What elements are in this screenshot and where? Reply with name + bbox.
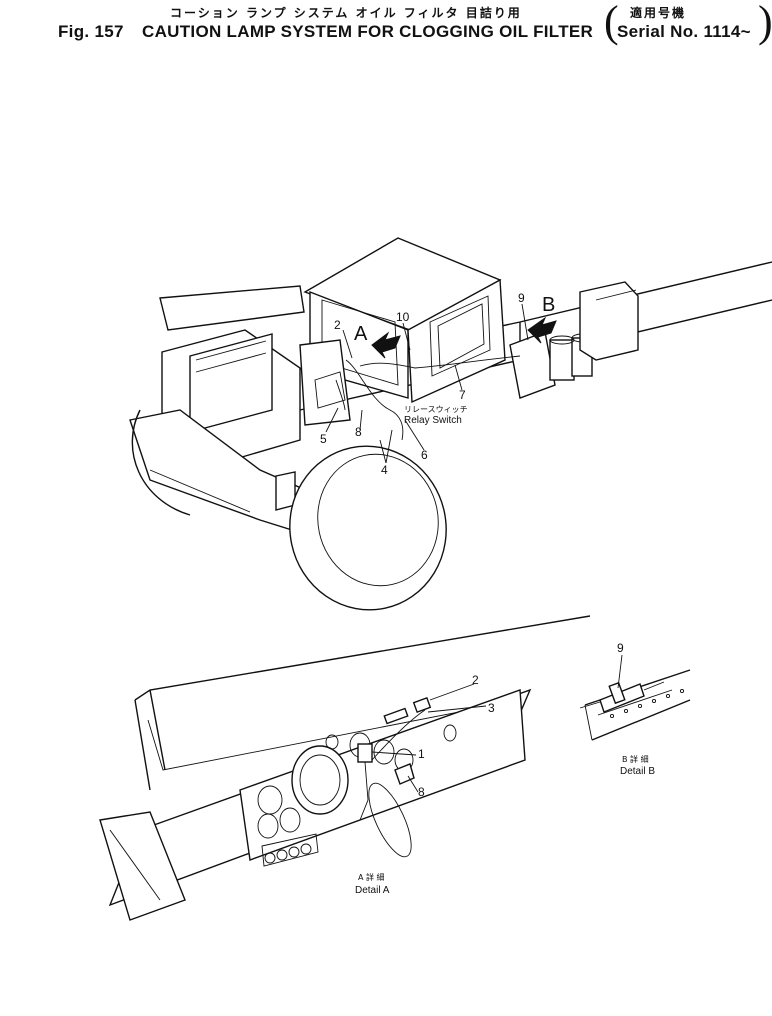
callout-8-main: 8	[355, 425, 362, 439]
callout-9-detail-b: 9	[617, 641, 624, 655]
serial-japanese: 適用号機	[630, 6, 687, 20]
callout-4-main: 4	[381, 463, 388, 477]
view-a-marker: A	[354, 323, 368, 345]
callout-8-detail-a: 8	[418, 785, 425, 799]
figure-number: Fig. 157	[58, 22, 124, 41]
left-paren-glyph: (	[604, 0, 619, 46]
detail-a-caption: Detail A	[355, 885, 390, 896]
relay-switch-label-jp: リレースウィッチ	[404, 405, 468, 414]
callout-3-detail-a: 3	[488, 701, 495, 715]
serial-number: Serial No. 1114~	[617, 22, 751, 41]
title-japanese: コーション ランプ システム オイル フィルタ 目詰り用	[170, 6, 522, 20]
detail-a-caption-jp: A 詳 細	[358, 872, 385, 882]
detail-b-drawing	[579, 654, 691, 741]
callout-2-main: 2	[334, 318, 341, 332]
callout-6-main: 6	[421, 448, 428, 462]
callout-9-main: 9	[518, 291, 525, 305]
callout-5-main: 5	[320, 432, 327, 446]
detail-a-drawing	[99, 615, 591, 921]
view-b-marker: B	[542, 294, 555, 316]
relay-switch-label: Relay Switch	[404, 415, 462, 426]
detail-b-caption: Detail B	[620, 766, 655, 777]
callout-7-main: 7	[459, 388, 466, 402]
callout-1-detail-a: 1	[418, 747, 425, 761]
right-paren-glyph: )	[758, 0, 772, 46]
figure-header: コーション ランプ システム オイル フィルタ 目詰り用 適用号機 Fig. 1…	[0, 0, 772, 70]
figure-title: CAUTION LAMP SYSTEM FOR CLOGGING OIL FIL…	[142, 22, 594, 41]
callout-10-main: 10	[396, 310, 410, 324]
callout-2-detail-a: 2	[472, 673, 479, 687]
machine-main-view	[129, 237, 772, 611]
detail-b-caption-jp: B 詳 細	[622, 754, 649, 764]
